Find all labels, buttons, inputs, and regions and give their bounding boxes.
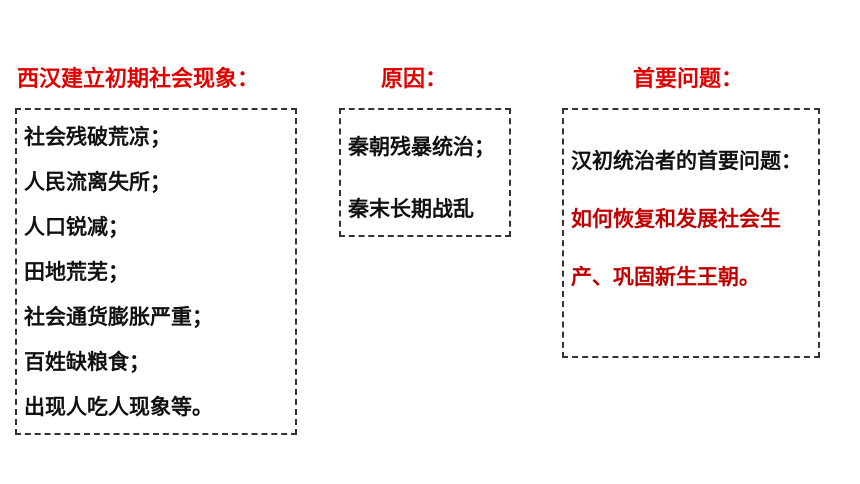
cause-item: 秦朝残暴统治； — [348, 135, 495, 159]
phenomena-box: 社会残破荒凉； 人民流离失所； 人口锐减； 田地荒芜； 社会通货膨胀严重； 百姓… — [15, 108, 297, 435]
phenomena-item: 社会通货膨胀严重； — [24, 305, 213, 329]
cause-box: 秦朝残暴统治； 秦末长期战乱 — [339, 108, 511, 237]
cause-heading: 原因： — [381, 67, 448, 92]
phenomena-heading: 西汉建立初期社会现象： — [17, 67, 260, 92]
phenomena-item: 出现人吃人现象等。 — [24, 395, 213, 419]
phenomena-item: 百姓缺粮食； — [24, 350, 150, 374]
cause-item: 秦末长期战乱 — [348, 197, 474, 221]
phenomena-item: 社会残破荒凉； — [24, 125, 171, 149]
phenomena-item: 人民流离失所； — [24, 170, 171, 194]
primary-issue-box: 汉初统治者的首要问题： 如何恢复和发展社会生产、巩固新生王朝。 — [562, 108, 820, 358]
primary-issue-text: 汉初统治者的首要问题： 如何恢复和发展社会生产、巩固新生王朝。 — [571, 132, 807, 306]
primary-issue-highlight: 如何恢复和发展社会生产、巩固新生王朝。 — [571, 207, 781, 289]
phenomena-item: 田地荒芜； — [24, 260, 129, 284]
primary-issue-lead: 汉初统治者的首要问题： — [571, 149, 802, 173]
primary-issue-heading: 首要问题： — [633, 67, 744, 92]
phenomena-item: 人口锐减； — [24, 215, 129, 239]
